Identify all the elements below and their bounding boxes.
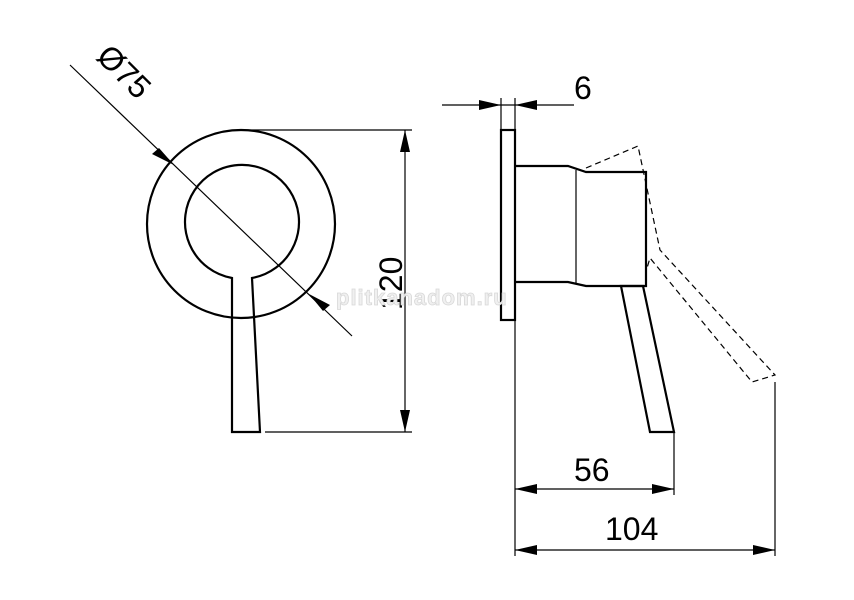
diameter-leader-line bbox=[69, 64, 353, 337]
watermark-text: plitkanadom.ru bbox=[336, 285, 508, 310]
lever-depth-dimension: 56 bbox=[514, 320, 675, 556]
plate-arrow-left bbox=[479, 100, 501, 110]
wall-plate bbox=[499, 128, 517, 322]
diameter-dimension: Ø75 bbox=[69, 37, 353, 337]
diameter-arrow-bottom bbox=[309, 294, 330, 311]
height-arrow-bottom bbox=[400, 410, 410, 432]
plate-thickness-dimension: 6 bbox=[442, 70, 592, 130]
body-seam bbox=[567, 165, 587, 287]
plate-arrow-right bbox=[515, 100, 537, 110]
lever-arrow-right bbox=[652, 484, 674, 494]
front-view bbox=[145, 128, 337, 434]
height-label: 120 bbox=[373, 257, 409, 310]
total-arrow-right bbox=[753, 545, 775, 555]
lever-arrow-left bbox=[515, 484, 537, 494]
height-dimension: 120 bbox=[241, 129, 412, 433]
height-arrow-top bbox=[400, 130, 410, 152]
diameter-label: Ø75 bbox=[90, 37, 158, 105]
diameter-arrow-top bbox=[152, 148, 174, 165]
mixer-body bbox=[515, 164, 648, 288]
lever-depth-label: 56 bbox=[574, 452, 610, 488]
lever-solid bbox=[619, 284, 676, 434]
total-depth-label: 104 bbox=[605, 511, 658, 547]
side-view bbox=[499, 128, 777, 434]
handle-outline bbox=[183, 163, 301, 434]
total-depth-dimension: 104 bbox=[515, 382, 776, 556]
plate-thickness-label: 6 bbox=[574, 70, 592, 106]
total-arrow-left bbox=[515, 545, 537, 555]
escutcheon-outer-circle bbox=[145, 128, 337, 320]
lever-raised-phantom bbox=[585, 145, 777, 383]
